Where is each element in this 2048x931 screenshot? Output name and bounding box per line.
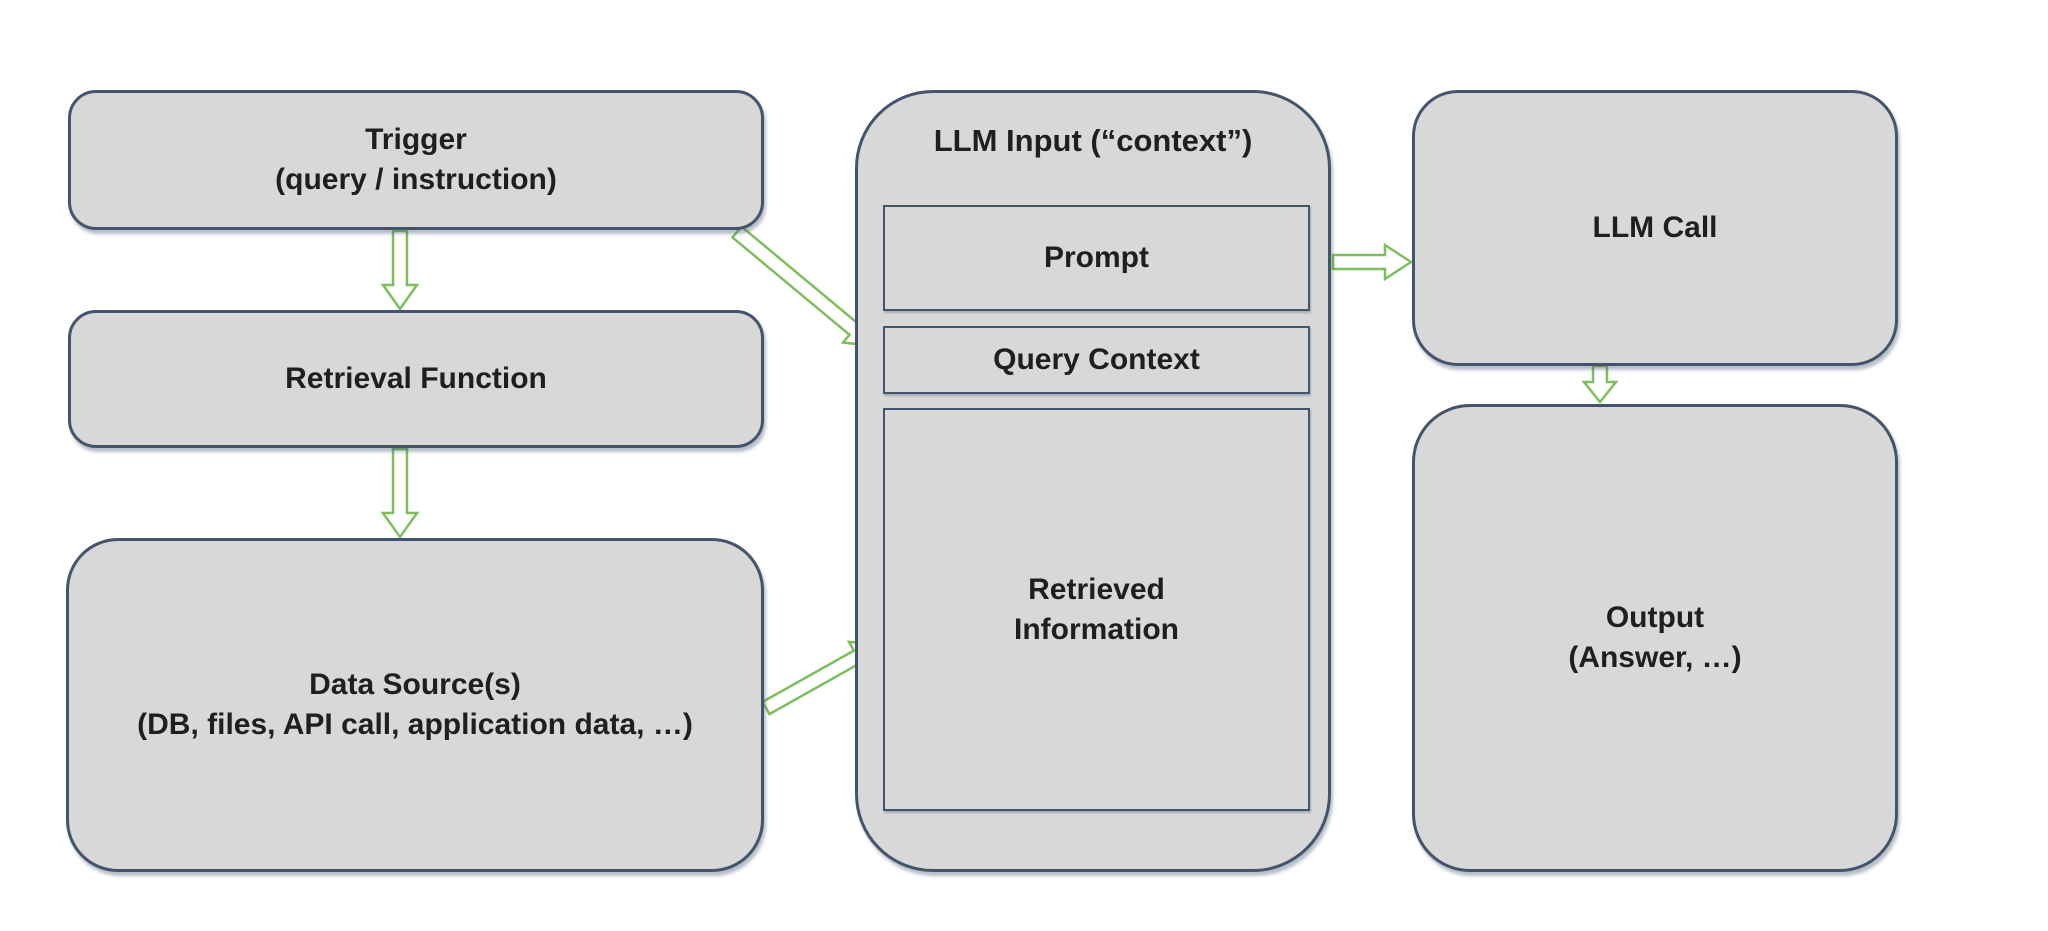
data-sources-label-line1: Data Source(s) — [309, 668, 521, 701]
data-sources-label-line2: (DB, files, API call, application data, … — [137, 708, 693, 741]
arrow-llm-call-to-output — [1581, 364, 1619, 405]
retrieval-function-label: Retrieval Function — [285, 362, 547, 395]
data-sources-node: Data Source(s) (DB, files, API call, app… — [66, 538, 764, 872]
output-node: Output (Answer, …) — [1412, 404, 1898, 872]
output-label-line1: Output — [1605, 601, 1705, 634]
arrow-retrieval-function-to-data-sources — [380, 447, 420, 540]
arrow-llm-input-to-llm-call — [1331, 242, 1414, 282]
query-context-box: Query Context — [883, 326, 1310, 394]
llm-input-container: LLM Input (“context”) Prompt Query Conte… — [855, 90, 1331, 872]
prompt-box: Prompt — [883, 205, 1310, 311]
trigger-label-line2: (query / instruction) — [275, 163, 557, 196]
trigger-node: Trigger (query / instruction) — [68, 90, 764, 230]
prompt-label: Prompt — [1044, 241, 1149, 274]
retrieved-information-box: Retrieved Information — [883, 408, 1310, 811]
retrieval-function-node: Retrieval Function — [68, 310, 764, 448]
trigger-label-line1: Trigger — [365, 123, 467, 156]
llm-call-label: LLM Call — [1592, 211, 1718, 244]
retrieved-information-label: Retrieved Information — [1014, 572, 1179, 646]
arrow-trigger-to-retrieval-function — [380, 229, 420, 312]
output-label-line2: (Answer, …) — [1568, 641, 1742, 674]
llm-input-title: LLM Input (“context”) — [933, 123, 1253, 158]
query-context-label: Query Context — [993, 343, 1200, 376]
llm-call-node: LLM Call — [1412, 90, 1898, 366]
